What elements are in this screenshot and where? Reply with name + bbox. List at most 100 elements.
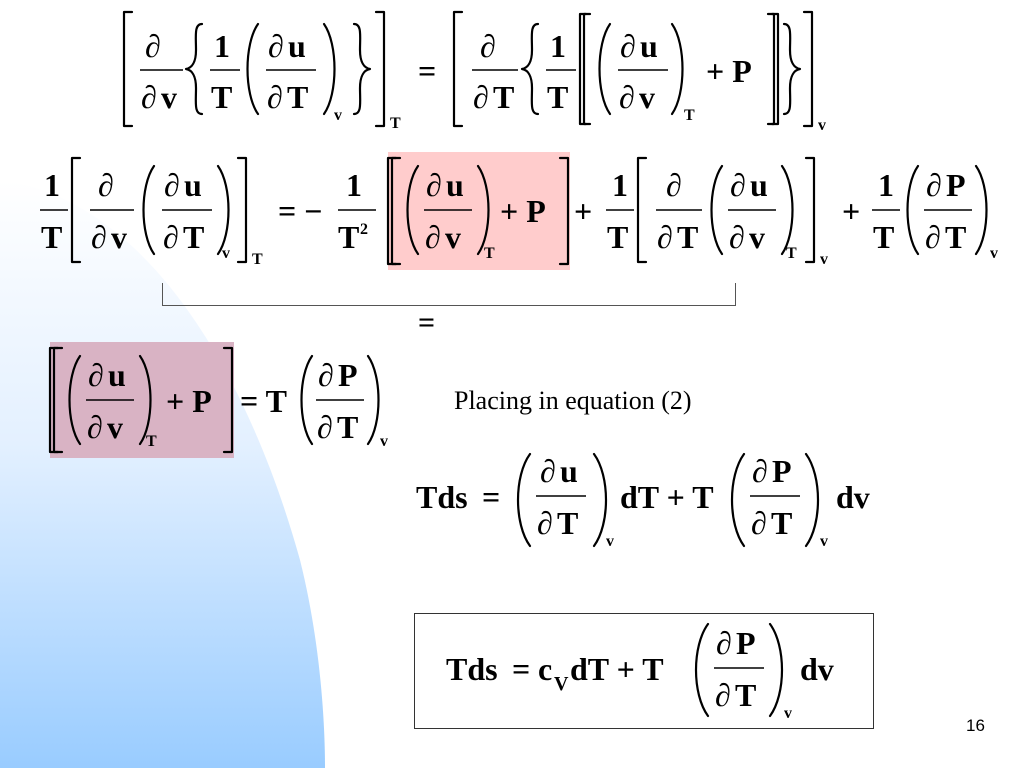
svg-text:T: T — [183, 219, 204, 255]
svg-text:∂: ∂ — [163, 219, 179, 255]
svg-text:u: u — [750, 167, 768, 203]
svg-text:+ P: + P — [500, 193, 546, 229]
svg-text:v: v — [749, 219, 765, 255]
svg-text:u: u — [446, 167, 464, 203]
svg-text:v: v — [222, 245, 230, 262]
svg-text:∂: ∂ — [267, 79, 283, 115]
svg-text:∂: ∂ — [715, 677, 731, 713]
svg-text:1: 1 — [878, 167, 894, 203]
svg-text:dT + T: dT + T — [620, 479, 714, 515]
svg-text:T: T — [211, 79, 232, 115]
svg-text:T: T — [390, 115, 401, 132]
svg-text:∂: ∂ — [318, 357, 334, 393]
svg-text:T: T — [287, 79, 308, 115]
svg-text:dv: dv — [800, 651, 834, 687]
svg-text:T: T — [771, 505, 792, 541]
svg-text:=: = — [482, 479, 500, 515]
svg-text:T: T — [684, 107, 695, 124]
svg-text:∂: ∂ — [91, 219, 107, 255]
svg-text:T: T — [873, 219, 894, 255]
svg-text:T: T — [735, 677, 756, 713]
svg-text:u: u — [288, 28, 306, 64]
svg-text:+: + — [574, 193, 592, 229]
svg-text:=: = — [512, 651, 530, 687]
svg-text:T: T — [945, 219, 966, 255]
svg-text:= T: = T — [240, 383, 287, 419]
svg-text:T: T — [337, 409, 358, 445]
svg-text:T: T — [557, 505, 578, 541]
svg-text:∂: ∂ — [925, 219, 941, 255]
svg-text:T: T — [493, 79, 514, 115]
svg-text:v: v — [380, 433, 388, 450]
svg-text:∂: ∂ — [88, 357, 104, 393]
final-equation-box — [414, 613, 874, 729]
svg-text:v: v — [445, 219, 461, 255]
svg-text:T: T — [547, 79, 568, 115]
svg-text:∂: ∂ — [141, 79, 157, 115]
svg-text:∂: ∂ — [317, 409, 333, 445]
svg-text:1: 1 — [550, 28, 566, 64]
svg-text:∂: ∂ — [537, 505, 553, 541]
svg-text:v: v — [111, 219, 127, 255]
svg-text:v: v — [161, 79, 177, 115]
svg-text:∂: ∂ — [268, 28, 284, 64]
svg-text:v: v — [784, 705, 792, 722]
svg-text:dT + T: dT + T — [570, 651, 664, 687]
highlight-eq2-term — [388, 152, 570, 270]
svg-text:T: T — [338, 219, 359, 255]
svg-text:+ P: + P — [166, 383, 212, 419]
svg-text:∂: ∂ — [426, 167, 442, 203]
svg-text:∂: ∂ — [473, 79, 489, 115]
svg-text:2: 2 — [360, 221, 368, 238]
svg-text:v: v — [818, 117, 826, 134]
svg-text:dv: dv — [836, 479, 870, 515]
svg-text:= −: = − — [278, 193, 322, 229]
svg-text:v: v — [334, 107, 342, 124]
svg-text:u: u — [560, 453, 578, 489]
bracket-equals-sign: = — [418, 306, 436, 339]
svg-text:∂: ∂ — [145, 28, 161, 64]
svg-text:∂: ∂ — [716, 625, 732, 661]
svg-text:T: T — [677, 219, 698, 255]
svg-text:1: 1 — [44, 167, 60, 203]
svg-text:1: 1 — [214, 28, 230, 64]
svg-text:∂: ∂ — [751, 505, 767, 541]
svg-text:=: = — [418, 53, 436, 89]
svg-text:v: v — [639, 79, 655, 115]
svg-text:T: T — [146, 433, 157, 450]
svg-text:∂: ∂ — [480, 28, 496, 64]
svg-text:∂: ∂ — [620, 28, 636, 64]
svg-text:V: V — [554, 673, 569, 695]
svg-text:u: u — [108, 357, 126, 393]
svg-text:v: v — [820, 251, 828, 268]
svg-text:∂: ∂ — [752, 453, 768, 489]
svg-text:P: P — [338, 357, 358, 393]
svg-text:P: P — [772, 453, 792, 489]
svg-text:P: P — [736, 625, 756, 661]
caption-placing-in-equation: Placing in equation (2) — [454, 386, 692, 415]
svg-text:T: T — [786, 245, 797, 262]
svg-text:T: T — [607, 219, 628, 255]
svg-text:u: u — [640, 28, 658, 64]
svg-text:+: + — [842, 193, 860, 229]
svg-text:Tds: Tds — [446, 651, 498, 687]
svg-text:∂: ∂ — [540, 453, 556, 489]
svg-text:∂: ∂ — [657, 219, 673, 255]
svg-text:Tds: Tds — [416, 479, 468, 515]
connecting-bracket — [162, 283, 736, 306]
svg-text:T: T — [484, 245, 495, 262]
svg-text:v: v — [820, 533, 828, 550]
svg-text:∂: ∂ — [729, 219, 745, 255]
svg-text:∂: ∂ — [619, 79, 635, 115]
svg-text:∂: ∂ — [87, 409, 103, 445]
svg-text:∂: ∂ — [666, 167, 682, 203]
svg-text:v: v — [107, 409, 123, 445]
page-number: 16 — [966, 716, 985, 735]
svg-text:∂: ∂ — [164, 167, 180, 203]
svg-text:∂: ∂ — [926, 167, 942, 203]
